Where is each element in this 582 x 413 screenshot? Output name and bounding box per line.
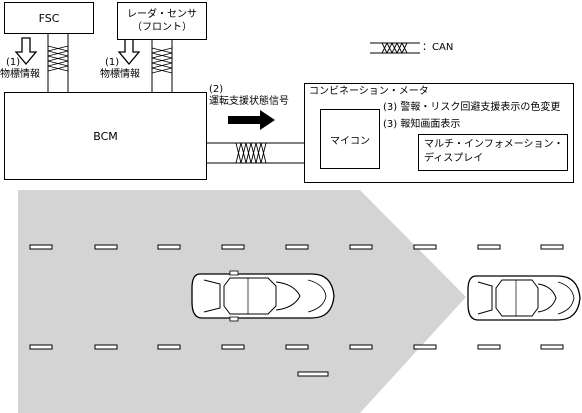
signal3-display: (3) 報知画面表示 (383, 119, 461, 130)
multi-info-display-box: マルチ・インフォメーション・ ディスプレイ (418, 134, 568, 171)
mid-label-line1: マルチ・インフォメーション・ (424, 139, 564, 150)
signal3-color-change: (3) 警報・リスク回避支援表示の色変更 (383, 102, 561, 113)
car-icon (467, 275, 581, 321)
fsc-label: FSC (38, 11, 60, 25)
bcm-meter-can-line (207, 142, 305, 164)
micom-box: マイコン (320, 109, 380, 169)
signal1-label-b: 物標情報 (100, 69, 140, 80)
signal1-label-a: 物標情報 (0, 69, 40, 80)
signal1-number-a: (1) (6, 57, 21, 68)
radar-label-line1: レーダ・センサ (127, 9, 197, 20)
bcm-box: BCM (4, 92, 207, 180)
signal1-number-b: (1) (105, 57, 120, 68)
bold-right-arrow-icon (228, 110, 275, 130)
hollow-down-arrow-icon (117, 37, 141, 66)
lane-marking-upper (29, 244, 564, 250)
micom-label: マイコン (330, 135, 370, 147)
can-legend-label: ：CAN (422, 42, 454, 53)
fsc-can-line (47, 34, 69, 92)
radar-sensor-box: レーダ・センサ （フロント） (117, 2, 207, 40)
signal2-number: (2) (209, 84, 224, 95)
bcm-label: BCM (93, 129, 118, 143)
hollow-down-arrow-icon (14, 37, 38, 66)
radar-can-line (151, 40, 173, 92)
meter-title: コンビネーション・メータ (309, 86, 429, 97)
lane-marking-lower (29, 344, 564, 377)
fsc-box: FSC (4, 2, 94, 34)
signal2-label: 運転支援状態信号 (209, 96, 289, 107)
car-icon (191, 270, 335, 322)
can-legend-icon (370, 42, 420, 54)
mid-label-line2: ディスプレイ (424, 153, 484, 164)
radar-label-line2: （フロント） (132, 22, 192, 33)
